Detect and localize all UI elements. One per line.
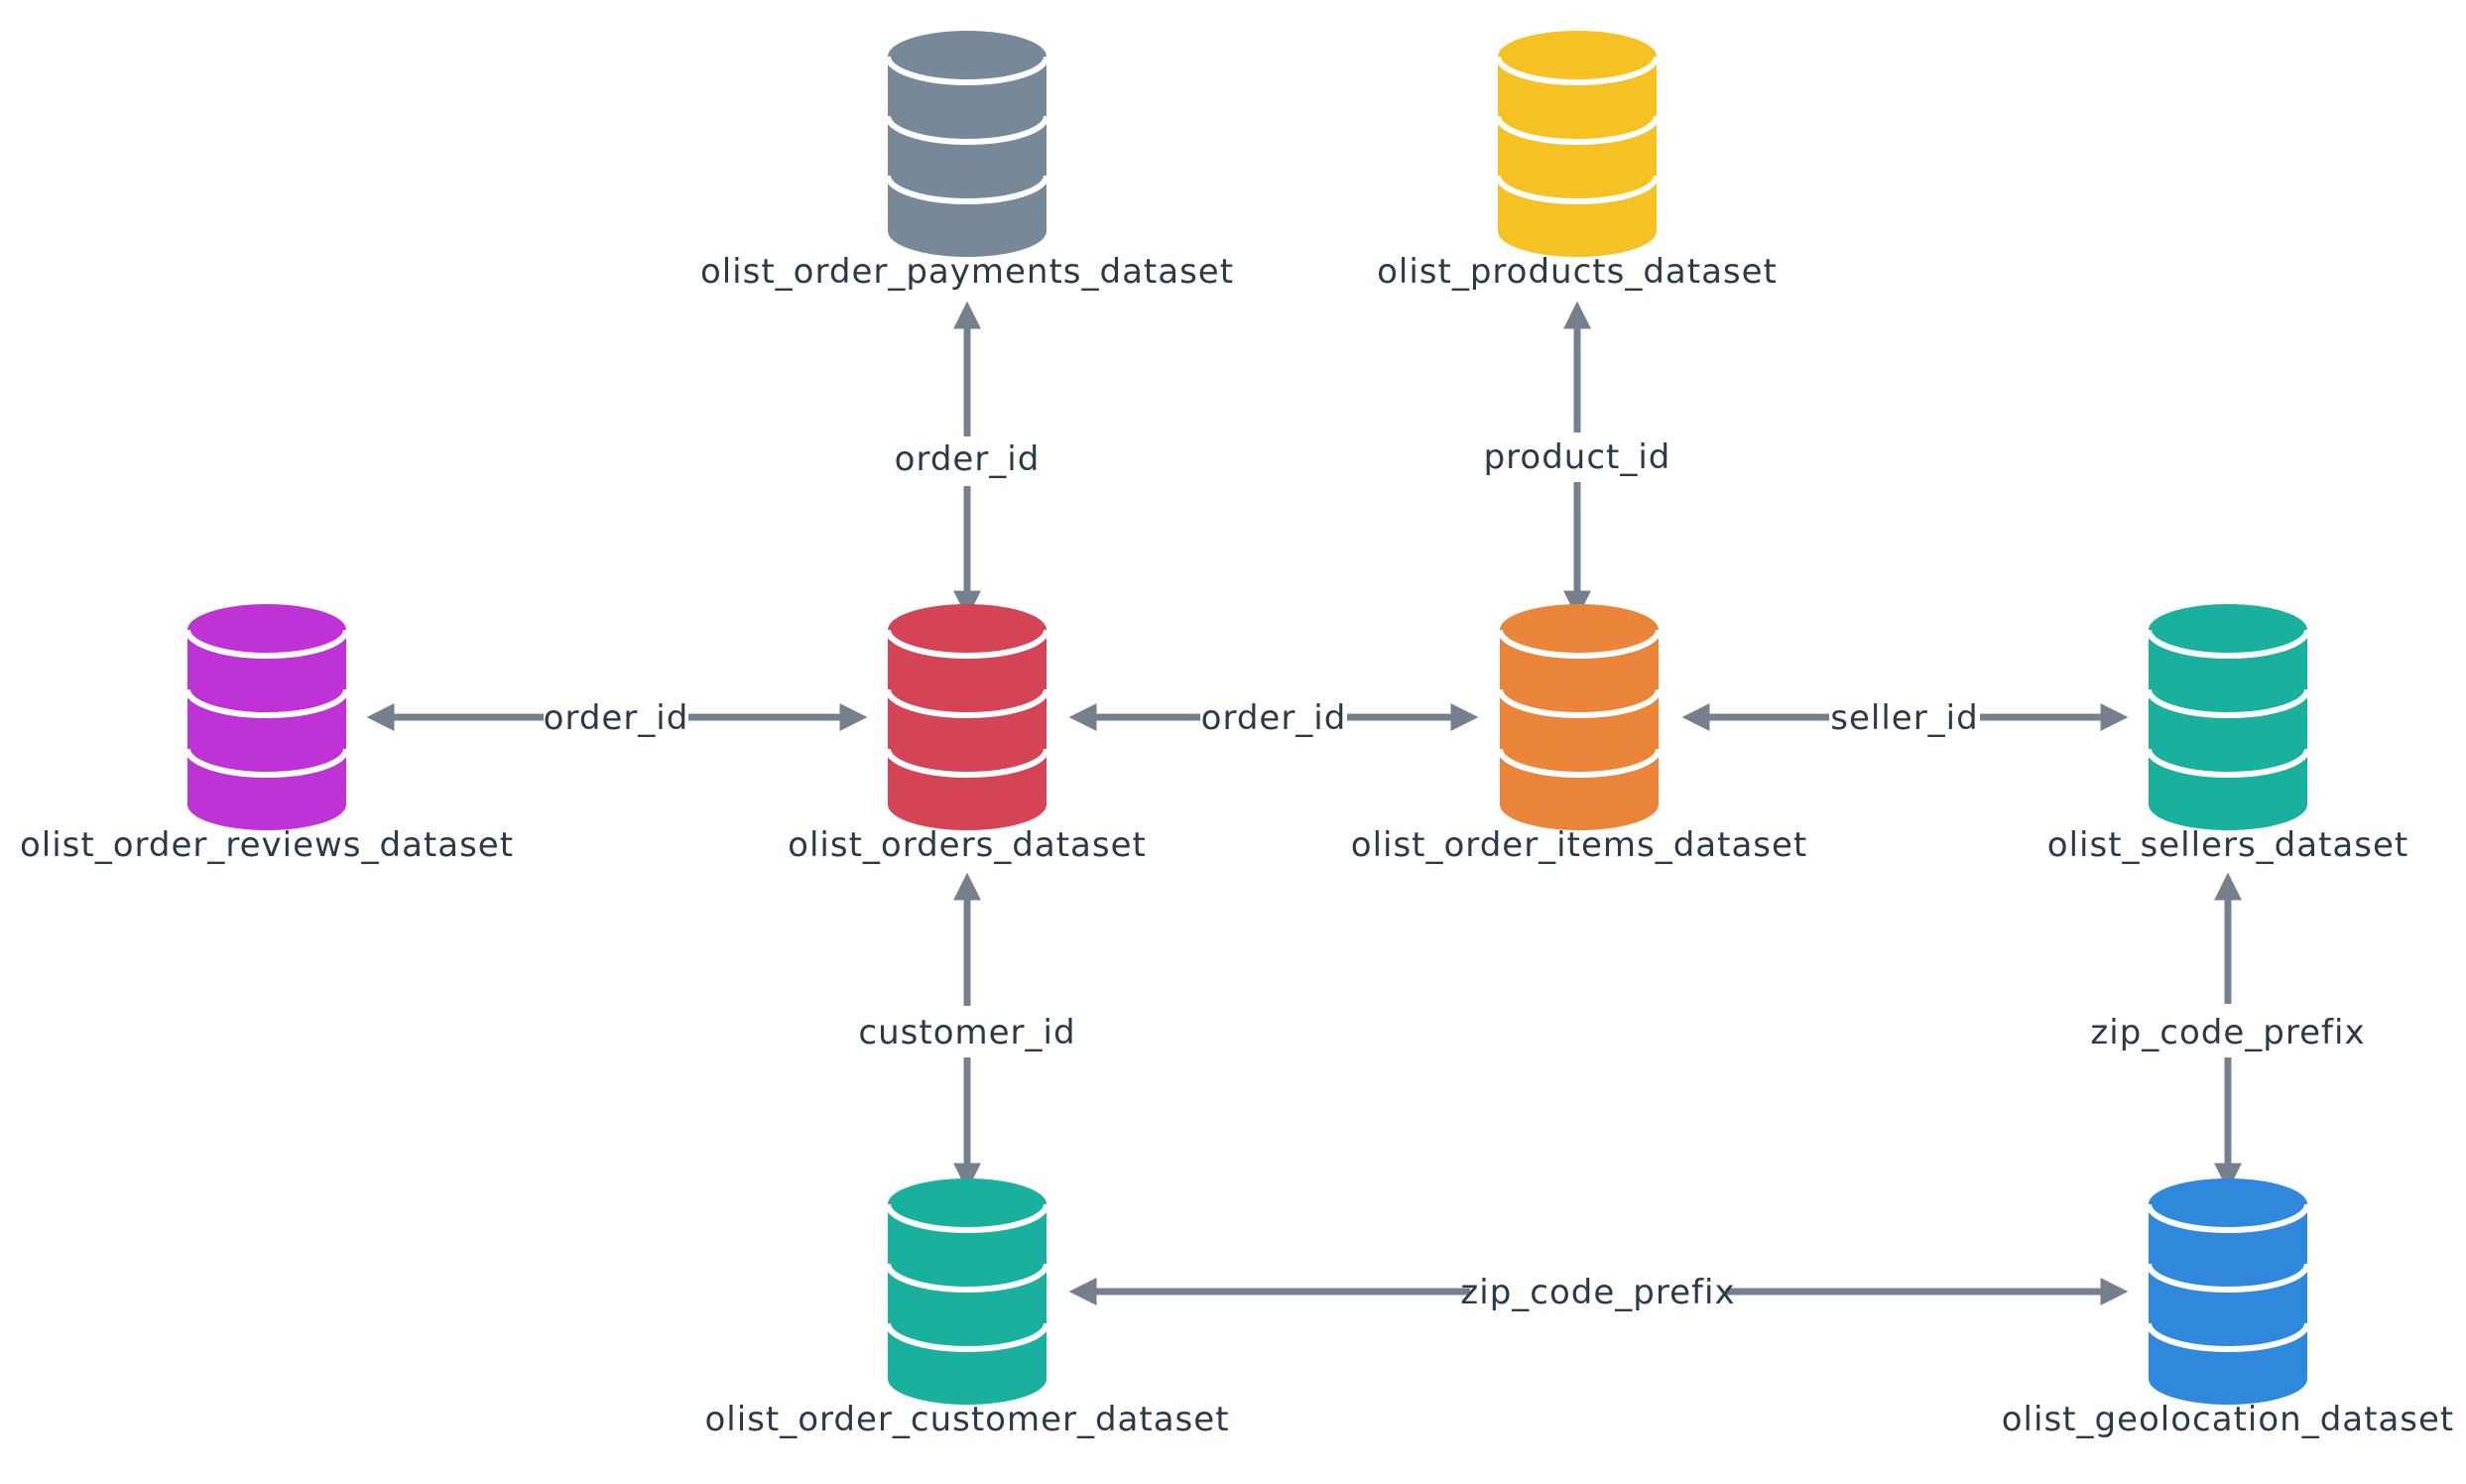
- cylinder-band: [1497, 688, 1662, 718]
- database-icon: [185, 604, 349, 830]
- node-label: olist_order_customer_dataset: [704, 1400, 1229, 1439]
- edge-payments-orders: order_id: [895, 301, 1041, 619]
- edge-label: order_id: [544, 698, 689, 738]
- edge-reviews-orders: order_id: [366, 698, 868, 738]
- cylinder-rim: [1495, 56, 1660, 85]
- cylinder-band: [885, 748, 1049, 778]
- cylinder-top: [2149, 1178, 2307, 1230]
- cylinder-rim: [185, 629, 349, 659]
- cylinder-band: [885, 1322, 1049, 1352]
- edge-orders-customer: customer_id: [858, 872, 1075, 1191]
- cylinder-band: [2146, 1322, 2310, 1352]
- cylinder-body: [888, 57, 1047, 257]
- cylinder-band: [885, 115, 1049, 145]
- cylinder-body: [888, 1204, 1047, 1405]
- edge-orders-items: order_id: [1068, 698, 1479, 738]
- cylinder-body: [1498, 57, 1657, 257]
- node-products[interactable]: olist_products_dataset: [1377, 31, 1778, 292]
- node-label: olist_sellers_dataset: [2047, 825, 2408, 865]
- database-icon: [885, 31, 1049, 257]
- cylinder-rim: [1497, 629, 1662, 659]
- edge-products-items: product_id: [1484, 301, 1671, 619]
- cylinder-band: [885, 175, 1049, 204]
- node-sellers[interactable]: olist_sellers_dataset: [2047, 604, 2408, 865]
- database-icon: [2146, 604, 2310, 830]
- database-icon: [885, 1178, 1049, 1405]
- cylinder-band: [885, 688, 1049, 718]
- cylinder-top: [888, 1178, 1047, 1230]
- cylinder-rim: [885, 1203, 1049, 1233]
- edge-label: order_id: [895, 439, 1041, 479]
- node-customer[interactable]: olist_order_customer_dataset: [704, 1178, 1229, 1439]
- cylinder-body: [2149, 630, 2307, 830]
- cylinder-top: [2149, 604, 2307, 656]
- cylinder-rim: [2146, 1203, 2310, 1233]
- dataset-nodes: olist_order_payments_dataset olist_produ…: [20, 31, 2455, 1439]
- edge-sellers-geolocation: zip_code_prefix: [2090, 872, 2365, 1191]
- cylinder-band: [2146, 748, 2310, 778]
- node-label: olist_orders_dataset: [788, 825, 1147, 865]
- cylinder-band: [1495, 175, 1660, 204]
- cylinder-band: [2146, 1263, 2310, 1293]
- relationship-edges: order_id product_id order_id order_id se…: [366, 301, 2365, 1312]
- cylinder-band: [1495, 115, 1660, 145]
- cylinder-band: [885, 1263, 1049, 1293]
- cylinder-body: [1500, 630, 1659, 830]
- cylinder-top: [187, 604, 346, 656]
- database-icon: [1495, 31, 1660, 257]
- cylinder-rim: [885, 56, 1049, 85]
- edge-label: product_id: [1484, 437, 1671, 477]
- cylinder-band: [1497, 748, 1662, 778]
- node-label: olist_order_payments_dataset: [700, 252, 1234, 292]
- cylinder-band: [185, 688, 349, 718]
- edge-label: zip_code_prefix: [1460, 1273, 1735, 1312]
- edge-label: seller_id: [1830, 698, 1978, 738]
- edge-label: customer_id: [858, 1013, 1075, 1052]
- edge-items-sellers: seller_id: [1681, 698, 2129, 738]
- cylinder-rim: [885, 629, 1049, 659]
- cylinder-body: [888, 630, 1047, 830]
- cylinder-band: [2146, 688, 2310, 718]
- database-icon: [885, 604, 1049, 830]
- cylinder-band: [185, 748, 349, 778]
- node-items[interactable]: olist_order_items_dataset: [1351, 604, 1807, 865]
- database-icon: [1497, 604, 1662, 830]
- node-label: olist_products_dataset: [1377, 252, 1778, 292]
- cylinder-body: [187, 630, 346, 830]
- node-payments[interactable]: olist_order_payments_dataset: [700, 31, 1234, 292]
- edge-label: zip_code_prefix: [2090, 1013, 2365, 1052]
- node-label: olist_geolocation_dataset: [2002, 1400, 2455, 1439]
- node-orders[interactable]: olist_orders_dataset: [788, 604, 1147, 865]
- node-label: olist_order_reviews_dataset: [20, 825, 514, 865]
- node-label: olist_order_items_dataset: [1351, 825, 1807, 865]
- cylinder-top: [888, 31, 1047, 82]
- cylinder-top: [888, 604, 1047, 656]
- cylinder-rim: [2146, 629, 2310, 659]
- cylinder-top: [1500, 604, 1659, 656]
- cylinder-top: [1498, 31, 1657, 82]
- node-reviews[interactable]: olist_order_reviews_dataset: [20, 604, 514, 865]
- edge-customer-geolocation: zip_code_prefix: [1068, 1273, 2129, 1312]
- edge-label: order_id: [1201, 698, 1347, 738]
- database-icon: [2146, 1178, 2310, 1405]
- node-geolocation[interactable]: olist_geolocation_dataset: [2002, 1178, 2455, 1439]
- cylinder-body: [2149, 1204, 2307, 1405]
